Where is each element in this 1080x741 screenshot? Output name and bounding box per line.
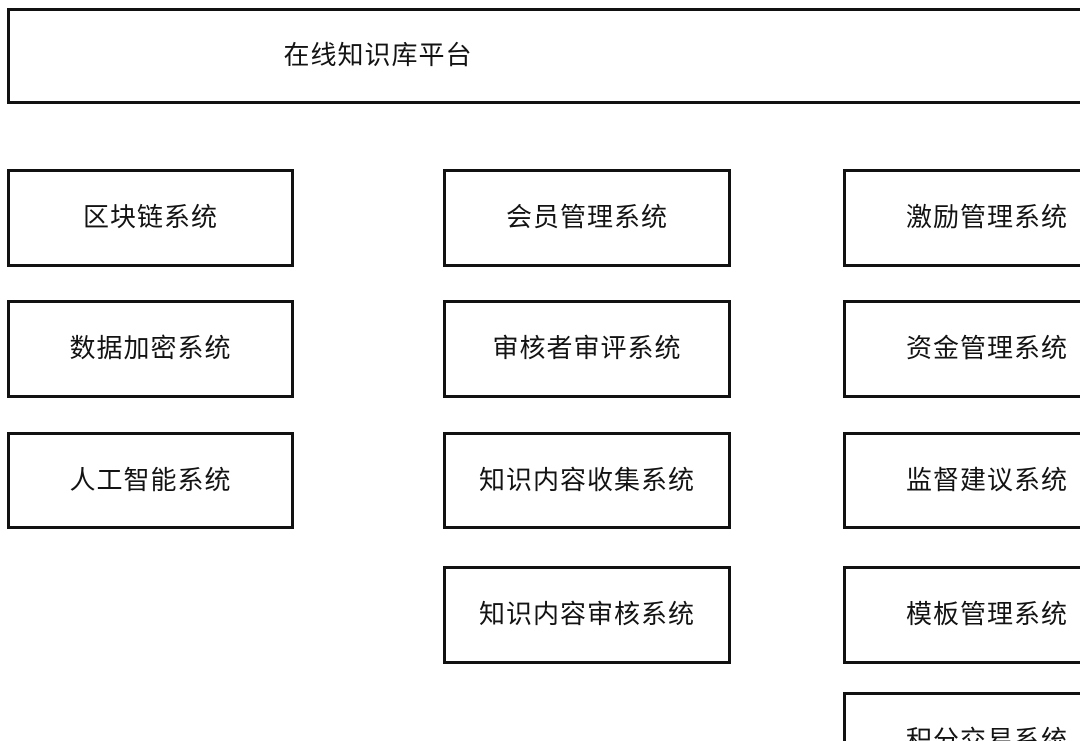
node-label: 区块链系统 (82, 203, 218, 233)
node-label: 监督建议系统 (905, 465, 1068, 496)
node-incentive-management-system: 激励管理系统 (843, 169, 1080, 267)
node-label: 知识内容收集系统 (478, 465, 695, 496)
node-label: 激励管理系统 (905, 203, 1068, 233)
node-label: 模板管理系统 (905, 600, 1068, 630)
node-knowledge-content-review-system: 知识内容审核系统 (443, 566, 731, 664)
node-label: 数据加密系统 (69, 334, 232, 364)
node-member-management-system: 会员管理系统 (443, 169, 731, 267)
node-label: 人工智能系统 (69, 465, 232, 496)
root-node-online-knowledge-platform: 在线知识库平台 (7, 8, 1080, 104)
node-blockchain-system: 区块链系统 (7, 169, 294, 267)
node-points-trading-system: 积分交易系统 (843, 692, 1080, 741)
node-artificial-intelligence-system: 人工智能系统 (7, 432, 294, 529)
node-data-encryption-system: 数据加密系统 (7, 300, 294, 398)
node-label: 积分交易系统 (905, 726, 1068, 741)
node-label: 会员管理系统 (505, 203, 668, 233)
node-label: 审核者审评系统 (492, 334, 682, 364)
root-node-label: 在线知识库平台 (283, 41, 473, 71)
node-reviewer-evaluation-system: 审核者审评系统 (443, 300, 731, 398)
node-label: 知识内容审核系统 (478, 600, 695, 630)
node-knowledge-content-collection-system: 知识内容收集系统 (443, 432, 731, 529)
node-label: 资金管理系统 (905, 334, 1068, 364)
node-fund-management-system: 资金管理系统 (843, 300, 1080, 398)
node-template-management-system: 模板管理系统 (843, 566, 1080, 664)
node-supervision-suggestion-system: 监督建议系统 (843, 432, 1080, 529)
